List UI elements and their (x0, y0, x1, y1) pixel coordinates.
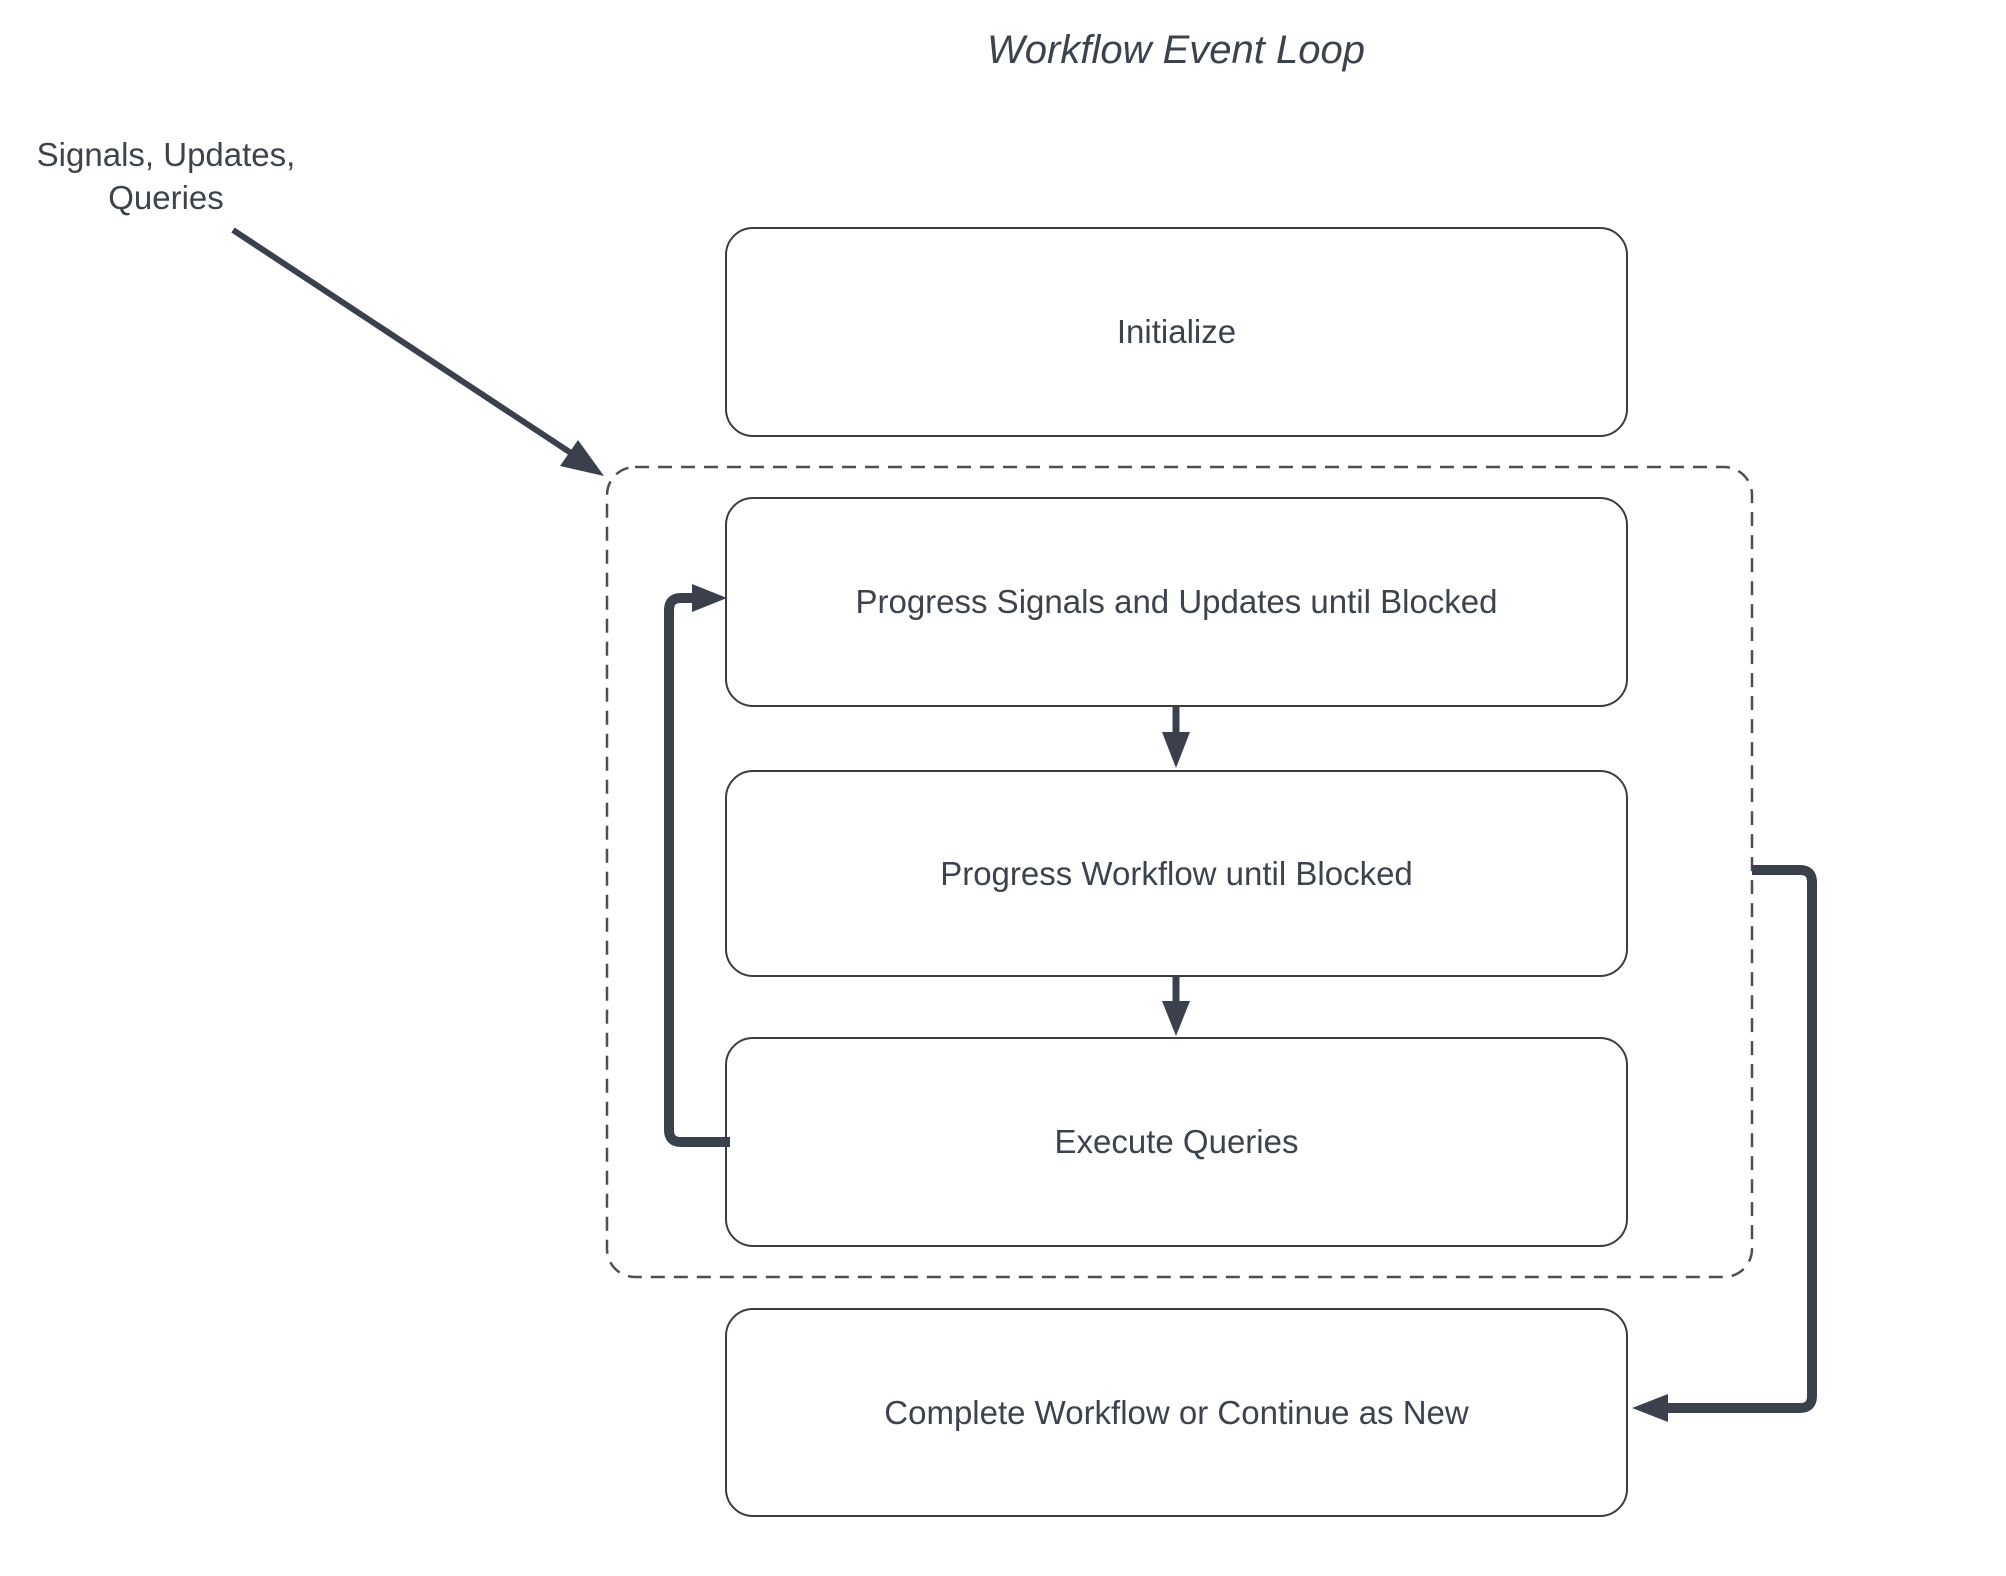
node-progress-signals: Progress Signals and Updates until Block… (725, 497, 1628, 707)
node-complete: Complete Workflow or Continue as New (725, 1308, 1628, 1517)
node-progress-workflow: Progress Workflow until Blocked (725, 770, 1628, 977)
node-execute-queries-label: Execute Queries (1054, 1123, 1299, 1160)
node-progress-workflow-label: Progress Workflow until Blocked (940, 854, 1413, 892)
edge-progress-workflow-to-execute-queries (1162, 977, 1190, 1036)
edge-external-input-to-event-loop (231, 227, 604, 476)
edge-event-loop-to-complete (1632, 865, 1817, 1422)
edge-progress-signals-to-progress-workflow (1162, 707, 1190, 768)
external-input-label: Signals, Updates, Queries (36, 136, 296, 216)
node-initialize-label: Initialize (1116, 313, 1237, 350)
node-initialize: Initialize (725, 227, 1628, 437)
diagram-title: Workflow Event Loop (987, 28, 1365, 72)
edge-execute-queries-to-progress-signals (664, 584, 730, 1147)
node-execute-queries: Execute Queries (725, 1037, 1628, 1247)
node-progress-signals-label: Progress Signals and Updates until Block… (855, 583, 1498, 620)
node-complete-label: Complete Workflow or Continue as New (884, 1393, 1469, 1431)
